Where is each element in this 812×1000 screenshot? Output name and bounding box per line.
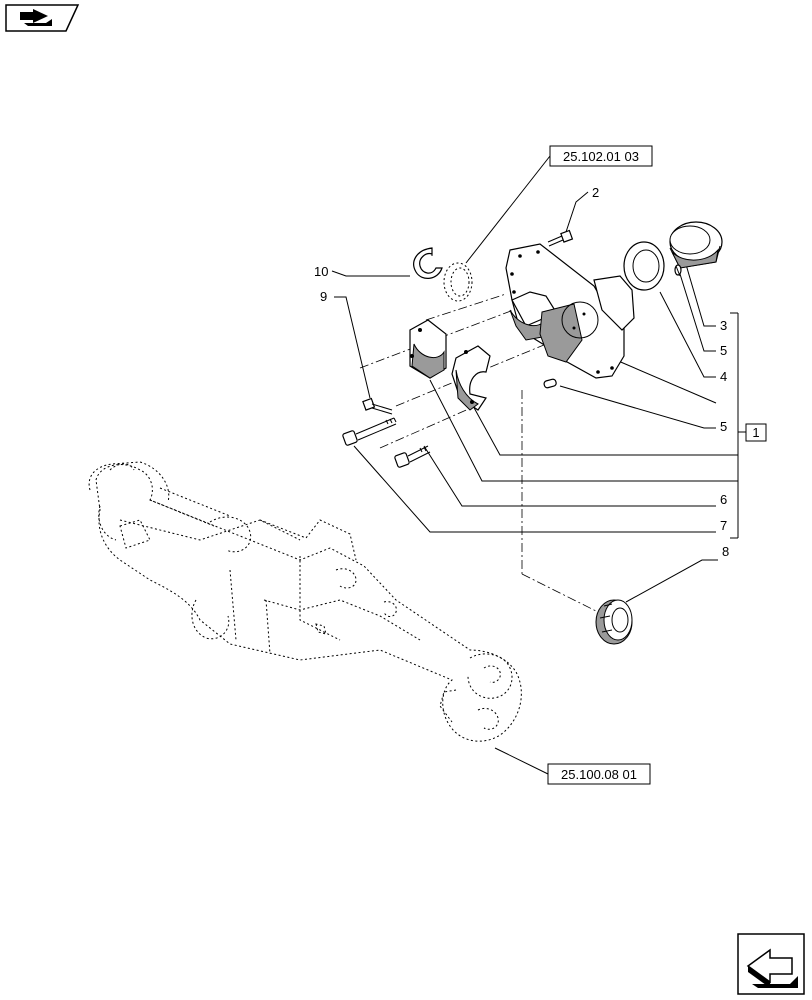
reference-ring[interactable] xyxy=(443,262,473,302)
part-10-snap-ring[interactable] xyxy=(413,247,443,279)
callout-8: 8 xyxy=(722,544,729,559)
part-2-bolt[interactable] xyxy=(547,229,574,247)
callout-4: 4 xyxy=(720,369,727,384)
group-bracket xyxy=(730,312,746,539)
callout-9: 9 xyxy=(320,289,327,304)
differential-housing[interactable] xyxy=(505,243,635,379)
book-arrow-icon[interactable] xyxy=(5,4,80,32)
part-8-ring-nut[interactable] xyxy=(595,599,633,645)
bearing-cap-center[interactable] xyxy=(451,345,491,411)
callout-1: 1 xyxy=(752,425,759,440)
next-page-arrow-icon[interactable] xyxy=(737,933,805,995)
leader-lines xyxy=(331,191,738,603)
callout-6: 6 xyxy=(720,492,727,507)
leader-line-ref-upper xyxy=(465,155,551,264)
callout-3: 3 xyxy=(720,318,727,333)
part-5-upper-pin[interactable] xyxy=(674,264,682,277)
reference-upper-label: 25.102.01 03 xyxy=(563,149,639,164)
part-9-bolt[interactable] xyxy=(362,397,393,415)
reference-box-upper[interactable]: 25.102.01 03 xyxy=(549,145,653,167)
part-3-bearing-race[interactable] xyxy=(669,221,723,269)
reference-box-lower[interactable]: 25.100.08 01 xyxy=(547,763,651,785)
group-box-1[interactable]: 1 xyxy=(745,423,767,442)
callout-5-upper: 5 xyxy=(720,343,727,358)
callout-7: 7 xyxy=(720,518,727,533)
reference-lower-label: 25.100.08 01 xyxy=(561,767,637,782)
leader-line-ref-lower xyxy=(494,747,549,775)
part-6-bolt[interactable] xyxy=(394,445,431,468)
callout-5-lower: 5 xyxy=(720,419,727,434)
callout-2: 2 xyxy=(592,185,599,200)
axle-housing-outline xyxy=(88,461,522,742)
part-5-lower-pin[interactable] xyxy=(543,378,557,389)
part-7-bolt[interactable] xyxy=(342,417,397,446)
callout-10: 10 xyxy=(314,264,328,279)
bearing-cap-left[interactable] xyxy=(409,319,447,379)
part-4-seal-ring[interactable] xyxy=(623,241,665,291)
